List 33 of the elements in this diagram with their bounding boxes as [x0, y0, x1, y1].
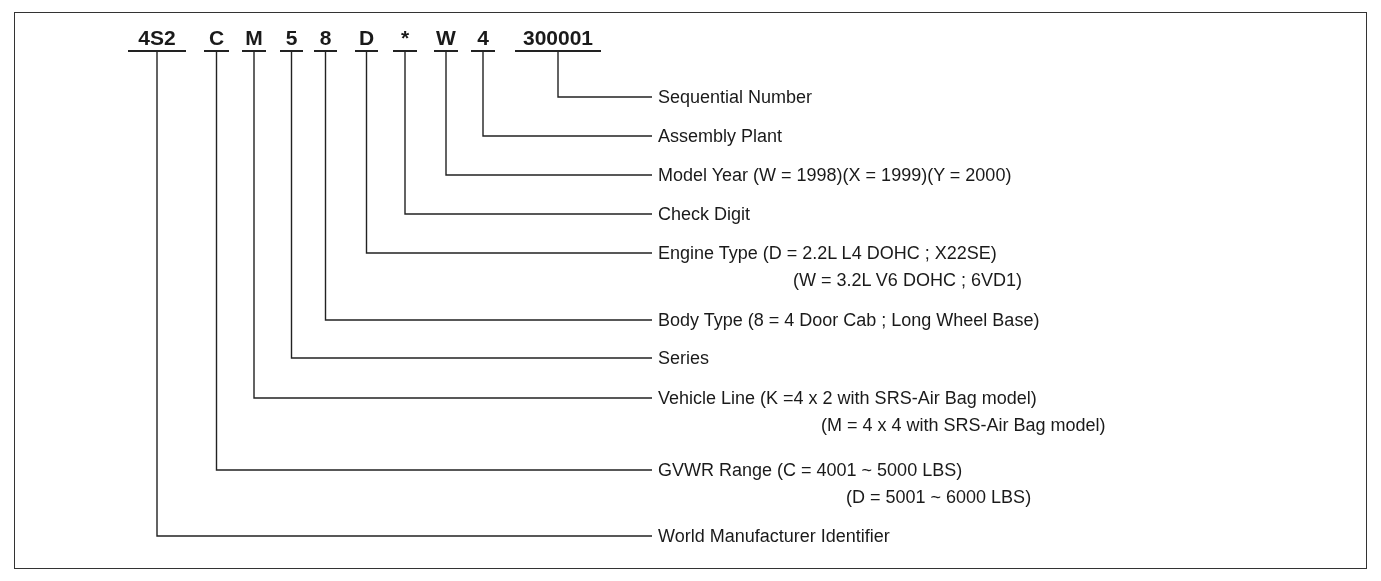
description-text: GVWR Range (C = 4001 ~ 5000 LBS) [658, 458, 963, 482]
description-text: Sequential Number [658, 85, 813, 109]
leader-line [365, 51, 653, 254]
leader-line [324, 51, 653, 321]
description-text: Body Type (8 = 4 Door Cab ; Long Wheel Base) [658, 308, 1040, 332]
vin-code-segment: * [393, 26, 417, 52]
vin-code-segment: C [204, 26, 229, 52]
description-text: Assembly Plant [658, 124, 783, 148]
description-text: World Manufacturer Identifier [658, 524, 890, 548]
description-text: (W = 3.2L V6 DOHC ; 6VD1) [793, 268, 1022, 292]
vin-code-segment: M [242, 26, 266, 52]
vin-code-segment: 4 [471, 26, 495, 52]
vin-code-segment: 300001 [515, 26, 601, 52]
description-text: Series [658, 346, 710, 370]
leader-line [290, 51, 653, 359]
leader-line [445, 51, 653, 176]
leader-line [557, 51, 653, 98]
description-text: Model Year (W = 1998)(X = 1999)(Y = 2000) [658, 163, 1012, 187]
leader-line [404, 51, 653, 215]
description-text: Vehicle Line (K =4 x 2 with SRS-Air Bag model) [658, 386, 1037, 410]
leader-line [482, 51, 653, 137]
vin-code-segment: W [434, 26, 458, 52]
leader-line [215, 51, 653, 471]
description-text: Engine Type (D = 2.2L L4 DOHC ; X22SE) [658, 241, 997, 265]
description-text: Check Digit [658, 202, 751, 226]
description-text: (M = 4 x 4 with SRS-Air Bag model) [821, 413, 1106, 437]
vin-code-segment: 5 [280, 26, 303, 52]
leader-line [156, 51, 653, 537]
vin-code-segment: D [355, 26, 378, 52]
description-text: (D = 5001 ~ 6000 LBS) [846, 485, 1032, 509]
vin-code-segment: 4S2 [128, 26, 186, 52]
vin-code-segment: 8 [314, 26, 337, 52]
leader-line [253, 51, 653, 399]
